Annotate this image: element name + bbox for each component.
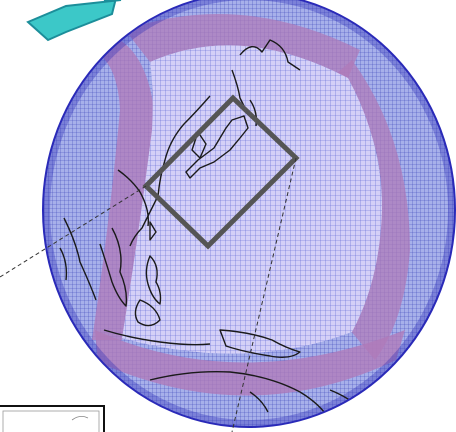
globe <box>40 0 456 432</box>
inset-frame <box>0 406 104 432</box>
arrow-shape <box>28 0 121 40</box>
